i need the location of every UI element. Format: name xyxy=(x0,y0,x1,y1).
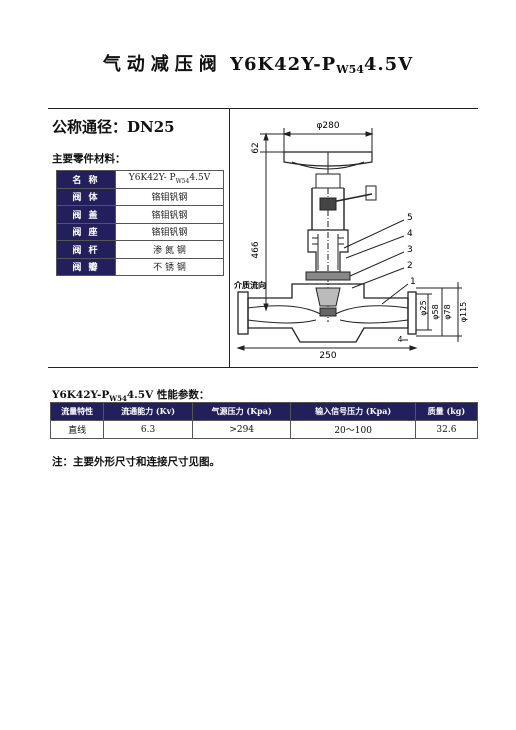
dim-d25: φ25 xyxy=(419,300,428,315)
performance-table: 流量特性 流通能力 (Kv) 气源压力 (Kpa) 输入信号压力 (Kpa) 质… xyxy=(49,402,479,439)
column-header: 质量 (kg) xyxy=(414,402,479,421)
table-row: 阀 杆 渗 氮 钢 xyxy=(56,240,224,259)
table-header-row: 流量特性 流通能力 (Kv) 气源压力 (Kpa) 输入信号压力 (Kpa) 质… xyxy=(49,402,479,421)
dim-250: 250 xyxy=(319,351,336,361)
perf-prefix: Y6K42Y-P xyxy=(52,389,110,401)
materials-heading: 主要零件材料： xyxy=(52,153,126,165)
table-cell: 6.3 xyxy=(103,420,193,439)
column-header: 流量特性 xyxy=(49,402,105,421)
footnote: 注：主要外形尺寸和连接尺寸见图。 xyxy=(52,456,220,468)
perf-sub: W54 xyxy=(109,394,127,404)
materials-value: 铬钼钒钢 xyxy=(115,187,224,206)
column-header: 气源压力 (Kpa) xyxy=(191,402,292,421)
callout-5: 5 xyxy=(407,213,413,223)
column-header: 输入信号压力 (Kpa) xyxy=(290,402,416,421)
materials-value: 铬钼钒钢 xyxy=(115,222,224,241)
table-row: 名 称 Y6K42Y- PW544.5V xyxy=(56,170,224,189)
callout-3: 3 xyxy=(407,245,413,255)
table-cell: 20～100 xyxy=(290,420,416,439)
materials-value: Y6K42Y- PW544.5V xyxy=(115,170,224,189)
perf-suffix: 4.5V 性能参数： xyxy=(126,389,210,401)
materials-table: 名 称 Y6K42Y- PW544.5V 阀 体 铬钼钒钢 阀 盖 铬钼钒钢 阀… xyxy=(56,170,224,276)
dim-4: 4 xyxy=(397,335,402,344)
vertical-divider xyxy=(229,108,230,367)
performance-heading: Y6K42Y-PW544.5V 性能参数： xyxy=(52,387,209,403)
callout-4: 4 xyxy=(407,229,413,239)
table-cell: 32.6 xyxy=(414,420,479,439)
callout-1: 1 xyxy=(410,277,416,287)
materials-key: 名 称 xyxy=(56,170,116,189)
title-model: Y6K42Y-PW544.5V xyxy=(230,54,414,76)
page-title: 气动减压阀 Y6K42Y-PW544.5V xyxy=(0,50,516,76)
value-prefix: Y6K42Y- P xyxy=(128,173,176,184)
title-model-suffix: 4.5V xyxy=(363,54,414,75)
table-row: 阀 座 铬钼钒钢 xyxy=(56,222,224,241)
table-row: 直线 6.3 >294 20～100 32.6 xyxy=(49,420,479,439)
dim-d78: φ78 xyxy=(443,304,452,319)
valve-drawing: φ280 62 466 250 4 φ25 φ58 φ78 φ115 介质流向 … xyxy=(233,121,468,361)
value-suffix: 4.5V xyxy=(189,173,211,184)
materials-value: 渗 氮 钢 xyxy=(115,240,224,259)
middle-rule xyxy=(48,367,478,368)
table-cell: >294 xyxy=(191,420,292,439)
callout-2: 2 xyxy=(407,261,413,271)
dim-top: φ280 xyxy=(316,121,339,131)
materials-key: 阀 瓣 xyxy=(56,257,116,276)
dim-62: 62 xyxy=(251,142,261,153)
table-row: 阀 盖 铬钼钒钢 xyxy=(56,205,224,224)
dim-466: 466 xyxy=(251,241,261,258)
materials-key: 阀 体 xyxy=(56,187,116,206)
dim-d115: φ115 xyxy=(459,302,468,323)
table-row: 阀 瓣 不 锈 钢 xyxy=(56,257,224,276)
nominal-diameter: 公称通径：DN25 xyxy=(52,118,175,136)
title-main: 气动减压阀 xyxy=(102,54,223,75)
title-model-sub: W54 xyxy=(336,63,364,76)
table-cell: 直线 xyxy=(49,420,105,439)
flow-label: 介质流向 xyxy=(233,280,266,290)
column-header: 流通能力 (Kv) xyxy=(103,402,193,421)
materials-key: 阀 杆 xyxy=(56,240,116,259)
top-rule xyxy=(48,108,478,109)
materials-key: 阀 座 xyxy=(56,222,116,241)
materials-key: 阀 盖 xyxy=(56,205,116,224)
materials-value: 不 锈 钢 xyxy=(115,257,224,276)
title-model-prefix: Y6K42Y-P xyxy=(230,54,337,75)
value-sub: W54 xyxy=(175,178,190,186)
dim-d58: φ58 xyxy=(431,304,440,319)
table-row: 阀 体 铬钼钒钢 xyxy=(56,187,224,206)
materials-value: 铬钼钒钢 xyxy=(115,205,224,224)
